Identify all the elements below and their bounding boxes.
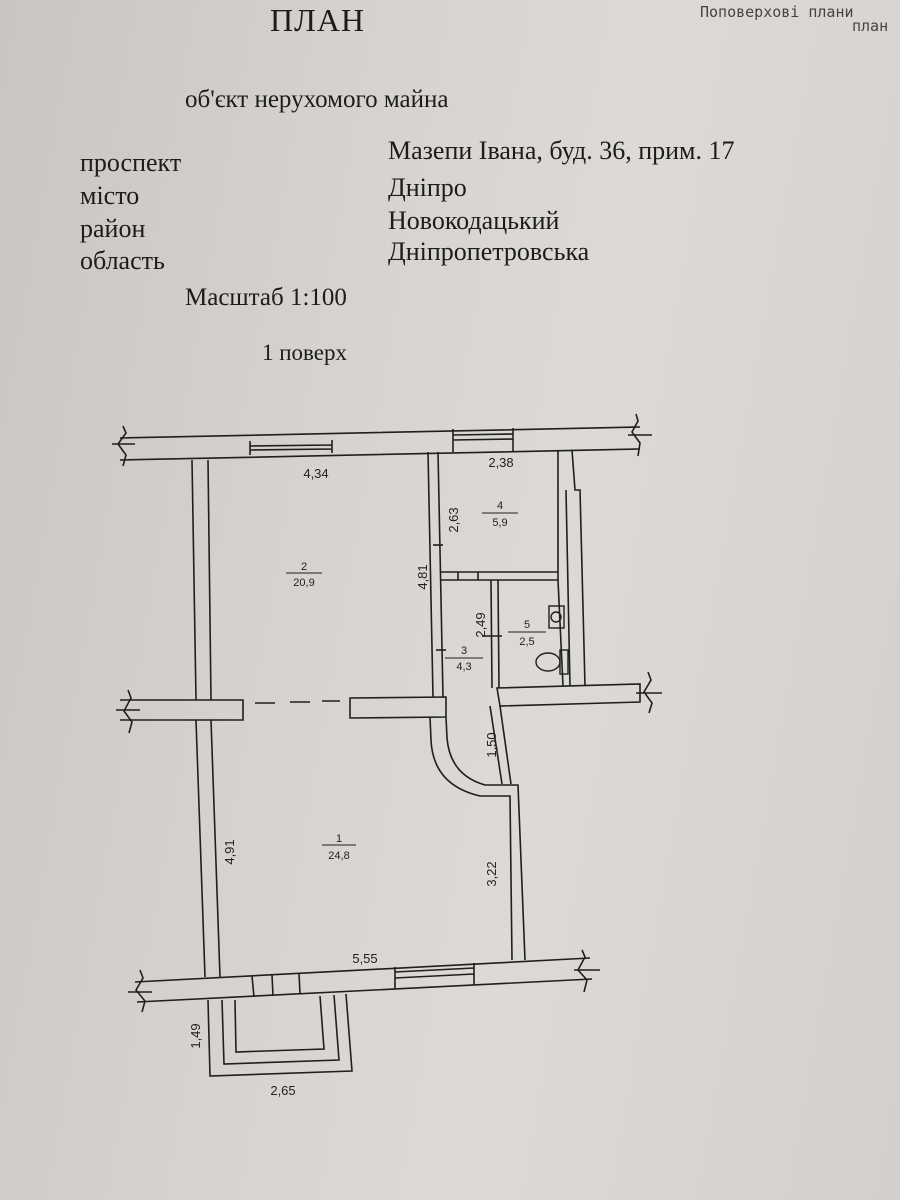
dim-room4-width: 2,38	[488, 455, 513, 470]
dim-room4-height: 2,63	[446, 507, 461, 532]
middle-wall-break-left	[116, 689, 140, 734]
window-top-right	[452, 428, 514, 452]
bottom-exterior-wall	[134, 957, 593, 1003]
address-value-district: Новокодацький	[388, 206, 560, 235]
middle-wall-right	[349, 696, 447, 719]
room-1-number: 1	[336, 833, 342, 845]
interior-wall-2-3	[427, 451, 444, 698]
room-4-area: 5,9	[492, 517, 507, 529]
left-wall-lower	[195, 719, 221, 978]
plan-title: ПЛАН	[270, 2, 366, 38]
corner-text-top: Поповерхові плани	[700, 3, 854, 21]
floor-label: 1 поверх	[262, 340, 347, 365]
right-shaft	[557, 449, 586, 687]
interior-wall-4-3	[440, 571, 558, 581]
room-3-number: 3	[461, 645, 467, 657]
room-1-area: 24,8	[328, 850, 349, 862]
corridor-curve	[429, 716, 500, 797]
address-label-district: район	[80, 214, 146, 243]
room-3-area: 4,3	[456, 661, 471, 673]
dim-room1-height: 4,91	[222, 839, 237, 864]
room1-right-wall	[500, 784, 526, 961]
address-value-avenue: Мазепи Івана, буд. 36, прим. 17	[388, 136, 735, 165]
sink-icon	[548, 605, 565, 629]
right-wall-break	[636, 671, 662, 714]
scale-label: Масштаб 1:100	[185, 284, 347, 311]
object-subtitle: об'єкт нерухомого майна	[185, 86, 449, 113]
dim-room1-right-height: 3,22	[484, 861, 499, 886]
top-wall-break-right	[628, 413, 652, 457]
interior-wall-3-5	[490, 579, 500, 689]
left-wall-upper	[191, 459, 212, 701]
balcony	[207, 993, 353, 1077]
top-exterior-wall	[119, 426, 641, 461]
address-label-city: місто	[80, 181, 140, 210]
address-value-region: Дніпропетровська	[388, 237, 590, 266]
middle-wall-doorline	[255, 700, 340, 704]
corner-text-bottom: план	[852, 17, 889, 35]
address-value-city: Дніпро	[388, 173, 467, 202]
address-label-avenue: проспект	[80, 148, 182, 177]
window-top-left	[249, 440, 333, 455]
bottom-wall-break-left	[128, 969, 152, 1013]
toilet-icon	[535, 652, 561, 672]
balcony-door	[251, 972, 301, 998]
dim-room5-height: 2,49	[473, 612, 488, 637]
dim-balcony-width: 2,65	[270, 1083, 295, 1098]
room-2-area: 20,9	[293, 577, 314, 589]
dim-balcony-depth: 1,49	[188, 1023, 203, 1048]
room-5-area: 2,5	[519, 636, 534, 648]
top-wall-break-left	[112, 425, 135, 467]
room-4-number: 4	[497, 500, 503, 512]
room-5-number: 5	[524, 619, 530, 631]
dim-room2-height: 4,81	[415, 564, 430, 589]
window-bottom	[394, 963, 475, 989]
dim-room2-width: 4,34	[303, 466, 328, 481]
bottom-wall-break-right	[574, 949, 600, 993]
dim-room1-width: 5,55	[352, 951, 377, 966]
address-label-region: область	[80, 246, 165, 275]
dim-corridor-length: 1,50	[484, 732, 499, 757]
corridor-right-wall	[489, 705, 512, 785]
room-2-number: 2	[301, 561, 307, 573]
middle-wall-left	[120, 699, 244, 721]
right-wall-segment	[496, 683, 641, 707]
